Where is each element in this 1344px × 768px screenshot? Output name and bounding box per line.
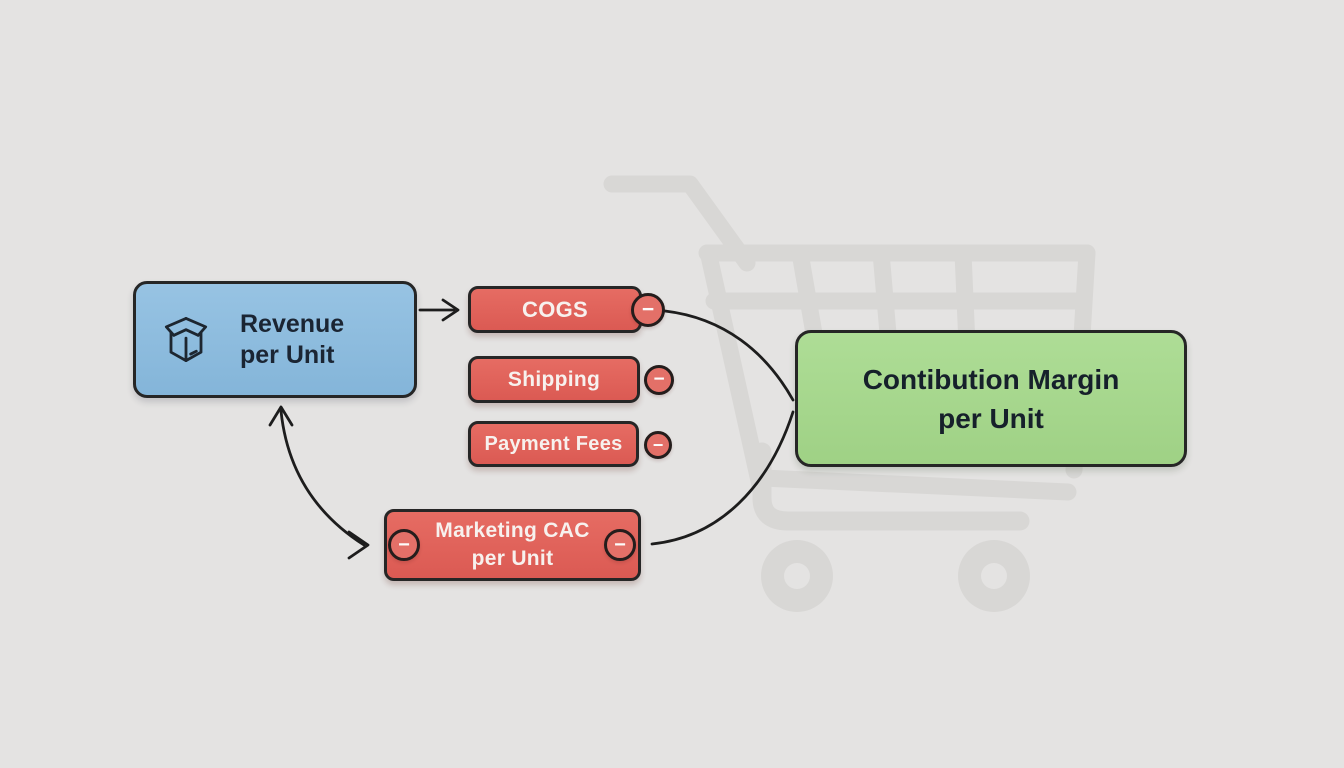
- marketing-left-minus-badge: −: [388, 529, 420, 561]
- cogs-minus-badge: −: [631, 293, 665, 327]
- contribution-margin-label-line1: Contibution Margin: [862, 363, 1120, 395]
- minus-icon: −: [641, 298, 655, 321]
- minus-icon: −: [614, 533, 626, 556]
- shipping-label: Shipping: [507, 367, 601, 391]
- payment-fees-label: Payment Fees: [484, 432, 623, 455]
- marketing-right-minus-badge: −: [604, 529, 636, 561]
- minus-icon: −: [652, 434, 664, 455]
- node-payment-fees: Payment Fees: [468, 421, 639, 467]
- node-cogs: COGS: [468, 286, 642, 333]
- marketing-cac-label: Marketing CAC per Unit: [435, 517, 589, 573]
- node-shipping: Shipping: [468, 356, 640, 403]
- open-box-icon: [164, 316, 208, 362]
- shipping-minus-badge: −: [644, 365, 674, 395]
- revenue-label-line2: per Unit: [240, 340, 335, 369]
- minus-icon: −: [398, 533, 410, 556]
- payment-fees-minus-badge: −: [644, 431, 672, 459]
- marketing-cac-label-line2: per Unit: [471, 547, 554, 570]
- cogs-label: COGS: [522, 296, 588, 322]
- revenue-label-line1: Revenue: [240, 309, 345, 338]
- node-contribution-margin: Contibution Margin per Unit: [795, 330, 1187, 467]
- contribution-margin-label-line2: per Unit: [938, 402, 1044, 434]
- minus-icon: −: [653, 369, 665, 390]
- revenue-label: Revenue per Unit: [240, 309, 344, 371]
- node-marketing-cac: Marketing CAC per Unit: [384, 509, 641, 581]
- marketing-cac-label-line1: Marketing CAC: [435, 519, 590, 542]
- node-revenue-per-unit: Revenue per Unit: [133, 281, 417, 398]
- contribution-margin-label: Contibution Margin per Unit: [863, 360, 1120, 438]
